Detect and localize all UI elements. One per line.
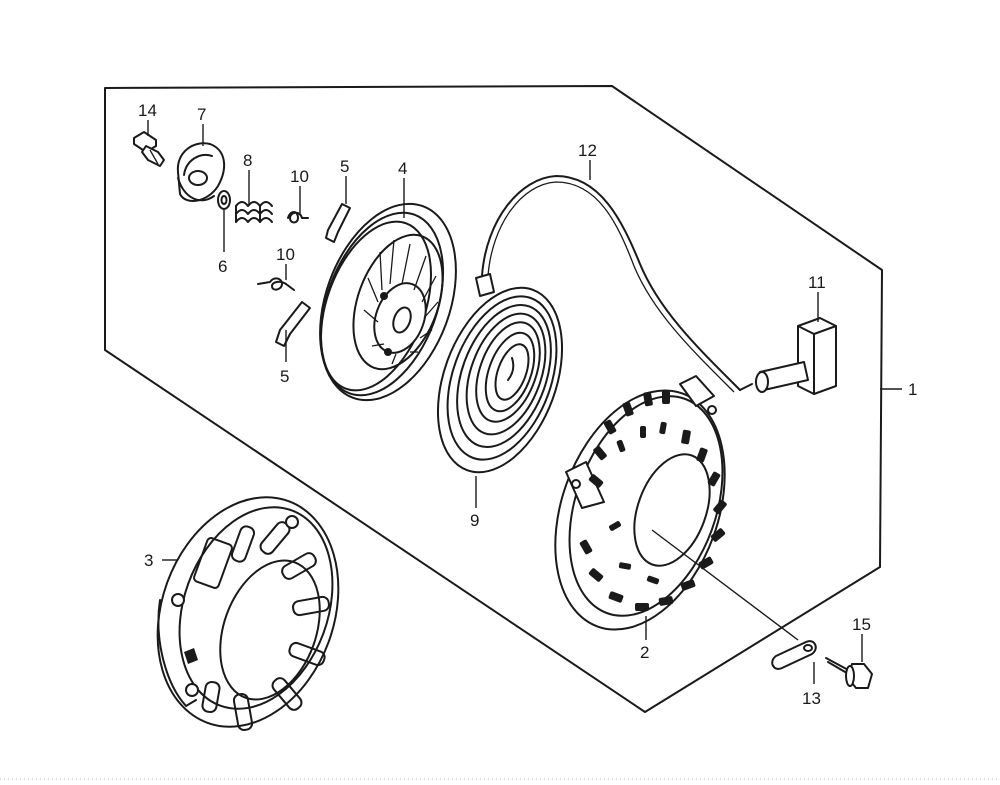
return-spring-upper-part — [287, 211, 309, 224]
nut-clip-part — [771, 640, 817, 670]
callout-10-upper: 10 — [290, 167, 309, 186]
callout-5-lower: 5 — [280, 367, 289, 386]
callout-9: 9 — [470, 511, 479, 530]
callout-4: 4 — [398, 159, 407, 178]
leader-lines — [147, 120, 902, 684]
ratchet-upper-part — [325, 203, 351, 243]
callout-2: 2 — [640, 643, 649, 662]
flange-bolt-part — [825, 657, 873, 689]
setting-bolt-part — [133, 131, 165, 167]
callout-11: 11 — [808, 273, 826, 292]
ratchet-lower-part — [275, 301, 311, 347]
callout-12: 12 — [578, 141, 597, 160]
callout-6: 6 — [218, 257, 227, 276]
starter-cover-part — [156, 496, 340, 731]
callout-14: 14 — [138, 101, 157, 120]
washer-part — [217, 190, 231, 210]
callout-7: 7 — [197, 105, 206, 124]
return-spring-lower-part — [257, 277, 295, 291]
callout-8: 8 — [243, 151, 252, 170]
recoil-spring-part — [436, 286, 564, 474]
starter-case-part — [554, 375, 727, 631]
callout-10-lower: 10 — [276, 245, 295, 264]
callout-15: 15 — [852, 615, 871, 634]
friction-spring-part — [235, 201, 273, 223]
assembly-outline — [104, 85, 883, 713]
ratchet-guide-part — [176, 142, 226, 202]
starter-grip-part — [755, 317, 837, 395]
callout-5-upper: 5 — [340, 157, 349, 176]
callout-3: 3 — [144, 551, 153, 570]
callout-1: 1 — [908, 380, 917, 399]
callout-labels: 14 7 8 6 10 5 4 10 5 12 11 1 9 3 2 13 15 — [138, 101, 917, 708]
callout-13: 13 — [802, 689, 821, 708]
starter-rope-part — [475, 175, 753, 393]
starter-reel-part — [319, 202, 457, 402]
